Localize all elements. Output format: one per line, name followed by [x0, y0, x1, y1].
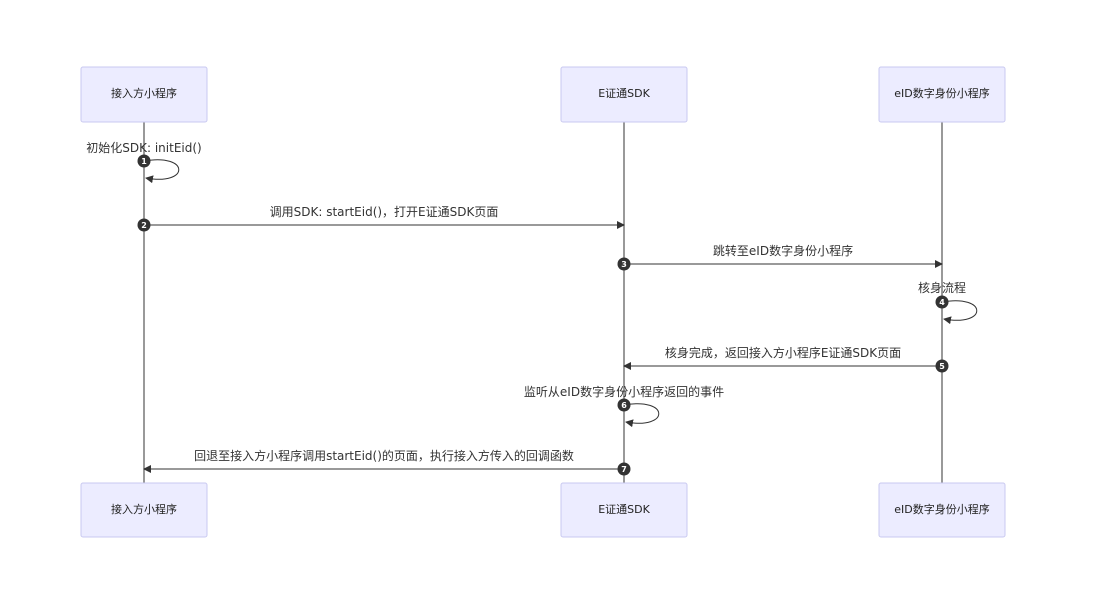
message-4: 核身流程 4: [918, 280, 978, 325]
message-6: 监听从eID数字身份小程序返回的事件 6: [524, 384, 724, 428]
message-3-number-badge: [617, 257, 631, 271]
message-6-label: 监听从eID数字身份小程序返回的事件: [524, 384, 724, 399]
message-6-arrow: [623, 403, 660, 428]
message-7: 回退至接入方小程序调用startEid()的页面，执行接入方传入的回调函数 7: [143, 448, 631, 476]
actor-top-eid: eID数字身份小程序: [878, 66, 1006, 123]
actor-bottom-sdk: E证通SDK: [560, 482, 688, 538]
message-2: 调用SDK: startEid()，打开E证通SDK页面 2: [137, 205, 625, 232]
message-2-number-badge: [137, 218, 151, 232]
actor-bottom-sdk-label: E证通SDK: [598, 503, 650, 516]
message-6-number: 6: [621, 401, 627, 410]
message-1-number: 1: [141, 157, 147, 166]
actor-bottom-eid: eID数字身份小程序: [878, 482, 1006, 538]
message-3-label: 跳转至eID数字身份小程序: [713, 243, 853, 258]
actor-bottom-eid-label: eID数字身份小程序: [894, 502, 989, 516]
message-7-number-badge: [617, 462, 631, 476]
actor-bottom-mini-label: 接入方小程序: [111, 502, 177, 516]
message-3: 跳转至eID数字身份小程序 3: [617, 243, 943, 271]
message-7-label: 回退至接入方小程序调用startEid()的页面，执行接入方传入的回调函数: [194, 448, 574, 463]
message-3-number: 3: [621, 260, 627, 269]
message-1-arrow: [143, 159, 180, 184]
message-4-number-badge: [935, 295, 949, 309]
message-5-number-badge: [935, 359, 949, 373]
message-7-number: 7: [621, 465, 627, 474]
message-1-number-badge: [137, 154, 151, 168]
message-2-number: 2: [141, 221, 147, 230]
message-2-label: 调用SDK: startEid()，打开E证通SDK页面: [270, 205, 499, 219]
message-5: 核身完成，返回接入方小程序E证通SDK页面 5: [623, 345, 949, 373]
message-5-label: 核身完成，返回接入方小程序E证通SDK页面: [665, 345, 901, 360]
actor-top-sdk: E证通SDK: [560, 66, 688, 123]
actor-top-sdk-label: E证通SDK: [598, 87, 650, 100]
actor-top-eid-label: eID数字身份小程序: [894, 86, 989, 100]
message-4-number: 4: [939, 298, 945, 307]
actor-bottom-mini: 接入方小程序: [80, 482, 208, 538]
message-1: 初始化SDK: initEid() 1: [86, 141, 202, 184]
message-4-label: 核身流程: [918, 280, 966, 295]
message-1-label: 初始化SDK: initEid(): [86, 141, 201, 155]
message-5-number: 5: [939, 362, 945, 371]
message-4-arrow: [941, 300, 978, 325]
message-6-number-badge: [617, 398, 631, 412]
actor-top-mini: 接入方小程序: [80, 66, 208, 123]
actor-top-mini-label: 接入方小程序: [111, 86, 177, 100]
